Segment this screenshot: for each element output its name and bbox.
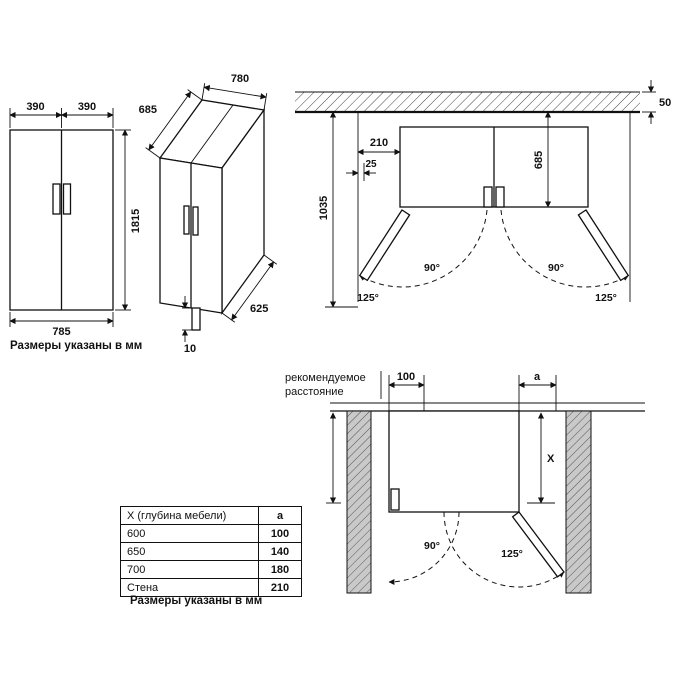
table-cell-a: 210 (258, 578, 302, 597)
dim-door-width: 210 (370, 137, 388, 149)
dim-side-gap-25: 25 (365, 159, 377, 170)
right-door-open (577, 209, 630, 282)
table-header-row: X (глубина мебели) a (120, 506, 302, 525)
units-note-bottom: Размеры указаны в мм (130, 595, 263, 607)
dim-front-gap-100: 100 (397, 371, 415, 383)
right-furniture-panel (565, 410, 592, 594)
table-header-a: a (258, 506, 302, 525)
dim-furniture-depth-x: X (547, 453, 555, 465)
table-row: Стена 210 (120, 578, 302, 597)
install-angle-125: 125° (501, 548, 523, 560)
front-view: 390 390 1815 785 (9, 101, 142, 338)
install-door-open (511, 511, 565, 578)
table-row: 650 140 (120, 542, 302, 561)
units-note-top: Размеры указаны в мм (10, 340, 142, 352)
iso-view: 685 780 625 10 (139, 73, 278, 355)
swing-arc-125 (443, 511, 565, 588)
dim-fridge-height: 1815 (130, 209, 142, 233)
iso-top-split (190, 104, 234, 164)
dim-door-left-width: 390 (26, 101, 44, 113)
right-door-handle (62, 183, 72, 215)
table-cell-a: 180 (258, 560, 302, 579)
table-cell-x: 650 (120, 542, 259, 561)
install-plan-view: рекомендуемое расстояние 90° 125° 100 a … (285, 371, 645, 594)
table-header-x: X (глубина мебели) (120, 506, 259, 525)
table-cell-x: 600 (120, 524, 259, 543)
angle-125-left: 125° (357, 292, 379, 304)
table-cell-x: Стена (120, 578, 259, 597)
install-fridge-body (388, 410, 520, 513)
left-door-open (358, 209, 411, 282)
wall-hatch (295, 92, 640, 112)
dim-wall-gap: 50 (659, 97, 671, 109)
install-handle (390, 488, 400, 511)
dim-iso-depth: 685 (139, 104, 157, 116)
iso-right-handle (192, 206, 199, 236)
left-door-handle (52, 183, 61, 215)
depth-clearance-table: X (глубина мебели) a 600 100 650 140 700… (120, 506, 302, 597)
dim-iso-width: 780 (231, 73, 249, 85)
dim-body-depth: 685 (533, 151, 545, 169)
dim-depth-open: 1035 (318, 196, 330, 220)
angle-125-right: 125° (595, 292, 617, 304)
table-row: 700 180 (120, 560, 302, 579)
swing-arc-90 (388, 511, 460, 585)
dim-side-gap-a: a (534, 371, 541, 383)
dim-door-right-width: 390 (78, 101, 96, 113)
recommended-label-line2: расстояние (285, 386, 344, 398)
top-plan-view: 50 90° 90° 125° 125° 1035 685 210 (295, 80, 671, 308)
left-furniture-panel (346, 410, 372, 594)
angle-90-left: 90° (424, 262, 440, 274)
angle-90-right: 90° (548, 262, 564, 274)
dim-leg-height: 10 (184, 343, 196, 355)
dim-fridge-width: 785 (52, 326, 70, 338)
iso-leg (191, 307, 201, 331)
iso-left-handle (183, 205, 190, 235)
dim-iso-bottom-depth: 625 (250, 303, 268, 315)
plan-left-handle (483, 186, 493, 208)
table-cell-a: 140 (258, 542, 302, 561)
table-row: 600 100 (120, 524, 302, 543)
table-cell-x: 700 (120, 560, 259, 579)
install-angle-90: 90° (424, 540, 440, 552)
right-door-swing-arc (500, 209, 629, 288)
table-cell-a: 100 (258, 524, 302, 543)
recommended-label-line1: рекомендуемое (285, 372, 366, 384)
plan-right-handle (495, 186, 505, 208)
left-door-swing-arc (359, 209, 488, 288)
